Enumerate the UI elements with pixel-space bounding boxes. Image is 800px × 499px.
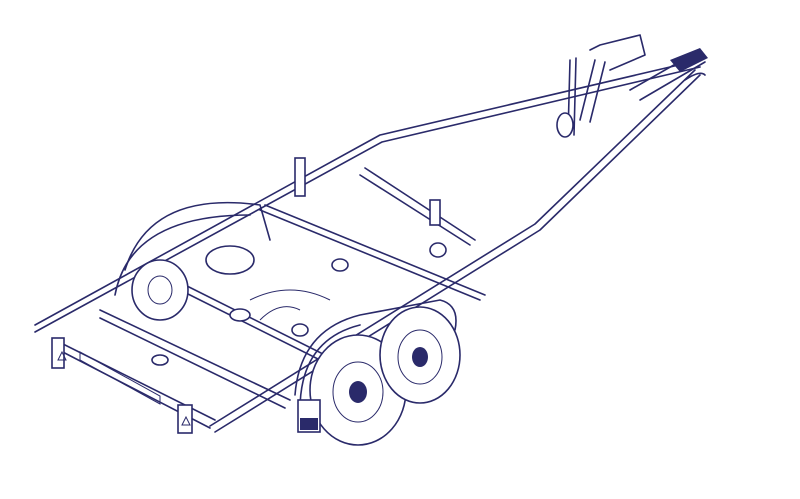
coupling-head xyxy=(629,48,708,101)
winch-post xyxy=(556,34,646,138)
rear-left-fender xyxy=(114,201,271,321)
tandem-wheels xyxy=(294,299,461,446)
rollers xyxy=(151,157,447,366)
